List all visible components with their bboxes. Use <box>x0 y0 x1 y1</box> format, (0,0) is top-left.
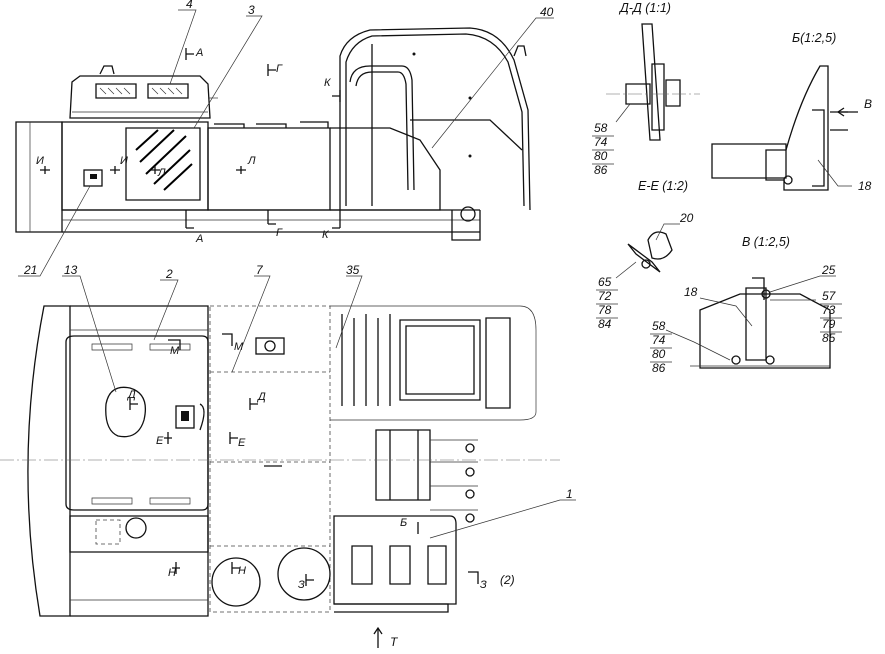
callout-40: 40 <box>540 5 554 19</box>
detail-ee <box>627 231 673 273</box>
view-v-title: В (1:2,5) <box>742 235 790 249</box>
view-ee-title: Е-Е (1:2) <box>638 179 688 193</box>
plan-louvers <box>91 343 191 505</box>
callout-20: 20 <box>679 211 694 225</box>
stack-ee: 65 72 78 84 <box>596 275 618 331</box>
svg-text:Г: Г <box>276 63 283 75</box>
callout-18-b: 18 <box>858 179 872 193</box>
svg-text:М: М <box>234 341 244 353</box>
svg-text:Д: Д <box>256 391 266 403</box>
leader-lines <box>18 9 852 539</box>
svg-text:80: 80 <box>652 347 666 361</box>
view-dd-title: Д-Д (1:1) <box>618 1 671 15</box>
view-arrow-v-label: В <box>864 97 872 111</box>
svg-text:Н: Н <box>168 567 176 579</box>
section-z-note: (2) <box>500 573 515 587</box>
callout-7: 7 <box>256 263 264 277</box>
svg-text:К: К <box>324 77 331 89</box>
svg-text:80: 80 <box>594 149 608 163</box>
detail-dd <box>606 23 700 141</box>
svg-text:И: И <box>120 155 128 167</box>
svg-text:57: 57 <box>822 289 837 303</box>
callout-1: 1 <box>566 487 573 501</box>
callout-3: 3 <box>248 3 255 17</box>
svg-text:Г: Г <box>276 227 283 239</box>
svg-text:А: А <box>195 233 203 245</box>
svg-text:А: А <box>195 47 203 59</box>
detail-b <box>711 65 848 191</box>
cab <box>339 27 531 211</box>
svg-text:65: 65 <box>598 275 612 289</box>
svg-text:Б: Б <box>400 517 407 529</box>
stack-v-right: 57 73 79 85 <box>820 289 842 345</box>
callout-35: 35 <box>346 263 360 277</box>
svg-text:85: 85 <box>822 331 836 345</box>
svg-text:З: З <box>480 579 487 591</box>
callout-21: 21 <box>23 263 37 277</box>
svg-text:Л: Л <box>247 155 256 167</box>
side-view <box>15 27 531 241</box>
svg-text:М: М <box>170 345 180 357</box>
hood-louvers <box>95 83 189 99</box>
callout-13: 13 <box>64 263 78 277</box>
svg-text:79: 79 <box>822 317 836 331</box>
svg-text:86: 86 <box>652 361 666 375</box>
svg-text:Н: Н <box>238 565 246 577</box>
callout-2: 2 <box>165 267 173 281</box>
svg-text:И: И <box>36 155 44 167</box>
svg-text:78: 78 <box>598 303 612 317</box>
side-vent-hatch <box>135 129 193 191</box>
svg-text:З: З <box>298 579 305 591</box>
view-arrow-t-label: Т <box>390 635 399 649</box>
callout-4: 4 <box>186 0 193 11</box>
callout-25: 25 <box>821 263 836 277</box>
stack-dd: 58 74 80 86 <box>592 121 614 177</box>
svg-text:73: 73 <box>822 303 836 317</box>
svg-text:74: 74 <box>594 135 608 149</box>
callout-18-v: 18 <box>684 285 698 299</box>
svg-text:86: 86 <box>594 163 608 177</box>
section-letters: А А Г Г К К И И Л Л М М Д Д Е Е Н Н З З … <box>36 47 487 591</box>
svg-text:Е: Е <box>156 435 164 447</box>
svg-text:72: 72 <box>598 289 612 303</box>
svg-text:Е: Е <box>238 437 246 449</box>
cab-slats <box>341 314 391 406</box>
svg-text:Л: Л <box>157 167 166 179</box>
svg-text:К: К <box>322 229 329 241</box>
section-cut-marks <box>40 48 858 648</box>
view-b-title: Б(1:2,5) <box>792 31 836 45</box>
svg-text:74: 74 <box>652 333 666 347</box>
detail-v <box>690 277 831 369</box>
svg-text:58: 58 <box>652 319 666 333</box>
plan-view <box>0 305 560 617</box>
svg-text:84: 84 <box>598 317 612 331</box>
stack-v-left: 58 74 80 86 <box>650 319 672 375</box>
svg-text:Д: Д <box>126 389 136 401</box>
svg-text:58: 58 <box>594 121 608 135</box>
